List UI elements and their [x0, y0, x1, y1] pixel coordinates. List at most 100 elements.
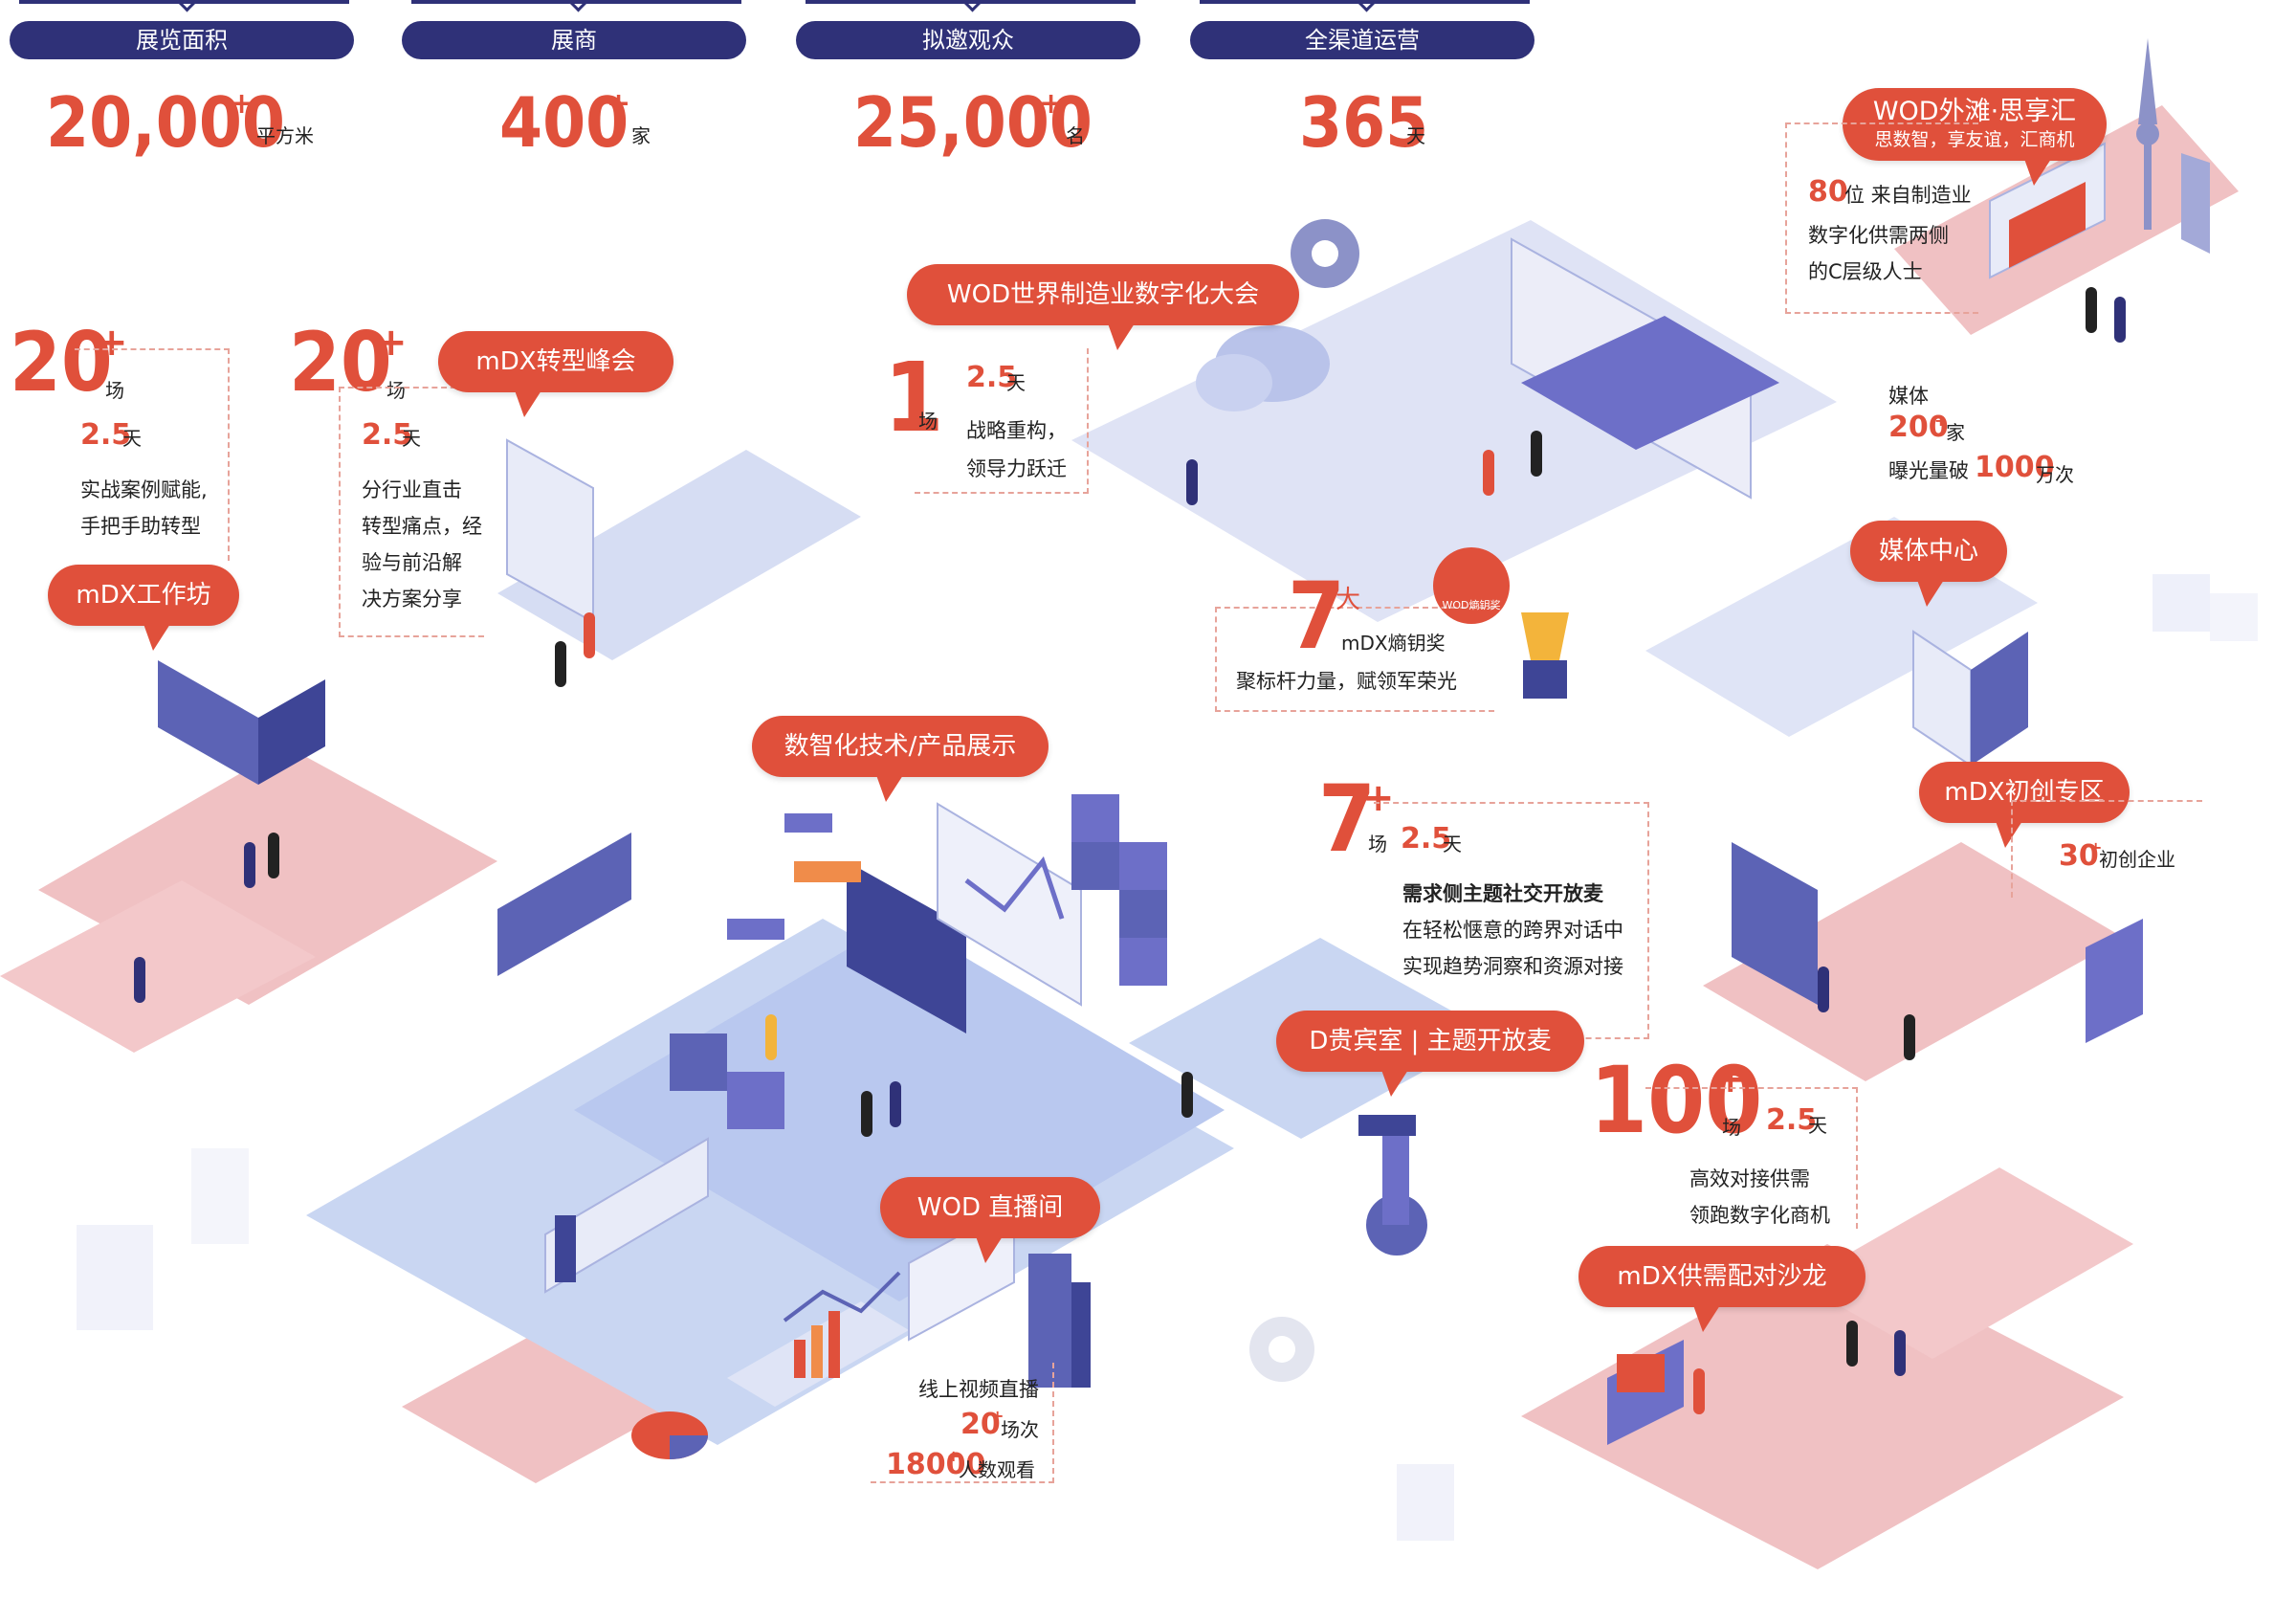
bubble-tail: [515, 390, 541, 417]
media-unit: 家: [1946, 421, 1965, 444]
demand-sup: +: [1362, 776, 1395, 820]
media-count: 200: [1888, 411, 1949, 444]
matching-dash-frame: [1645, 1087, 1858, 1229]
startup-num: 30: [2059, 839, 2099, 873]
media-exp-prefix: 曝光量破: [1888, 459, 1969, 482]
tower-icon: [2138, 38, 2157, 124]
summit-dash-frame: [339, 387, 484, 637]
matching-count: 100: [1590, 1047, 1763, 1154]
demand-line1: 在轻松惬意的跨界对话中: [1402, 919, 1623, 942]
award-badge-label: WOD熵钥奖: [1442, 599, 1501, 611]
media-sup: +: [1934, 411, 1948, 430]
bubble-tail: [1693, 1305, 1720, 1332]
stat-unit-visitors: 名: [1066, 124, 1085, 147]
workshop-count: 20: [10, 315, 113, 411]
conference-days-unit: 天: [1006, 371, 1026, 394]
conference-count: 1: [884, 342, 944, 454]
startup-unit: 初创企业: [2099, 848, 2175, 871]
summit-line1: 分行业直击: [362, 478, 462, 501]
summit-days-unit: 天: [402, 427, 421, 450]
stat-unit-exhibitors: 家: [631, 124, 651, 147]
workshop-dash-frame: [75, 348, 230, 561]
building-icon: [1028, 1254, 1071, 1388]
matching-bubble-label: mDX供需配对沙龙: [1617, 1262, 1827, 1291]
conference-bubble: WOD世界制造业数字化大会: [907, 264, 1299, 350]
summit-line4: 决方案分享: [362, 588, 462, 611]
stat-label-operation: 全渠道运营: [1190, 21, 1534, 59]
startup-bubble-label: mDX初创专区: [1944, 778, 2105, 807]
workshop-line1: 实战案例赋能,: [80, 478, 208, 501]
live-dash-frame: [871, 1363, 1054, 1483]
stat-sup-exhibitors: +: [607, 87, 631, 121]
summit-line2: 转型痛点，经: [362, 515, 482, 538]
live-num1: 20: [960, 1408, 1001, 1441]
conference-stage: [1521, 316, 1779, 450]
live-unit1: 场次: [1001, 1418, 1039, 1441]
award-count: 7: [1288, 563, 1346, 670]
startup-bubble: mDX初创专区: [1919, 762, 2130, 848]
bund-line1: 位 来自制造业: [1844, 184, 1972, 207]
summit-sup: +: [375, 321, 408, 365]
workshop-unit: 场: [105, 379, 124, 402]
stat-value-visitors: 25,000: [853, 82, 1093, 163]
award-desc: 聚标杆力量，赋领军荣光: [1236, 670, 1457, 693]
startup-dash-frame: [2011, 800, 2202, 898]
bubble-tail: [1108, 323, 1135, 350]
demand-days: 2.5: [1401, 822, 1452, 856]
stat-label-area: 展览面积: [10, 21, 354, 59]
stat-value-area: 20,000: [46, 82, 285, 163]
bubble-tail: [144, 624, 170, 651]
media-exp-unit: 万次: [2036, 463, 2074, 486]
matching-sup: +: [1714, 1057, 1747, 1101]
bubble-tail: [2024, 159, 2051, 186]
demand-title: 需求侧主题社交开放麦: [1402, 882, 1603, 905]
stat-divider: [19, 0, 349, 4]
bund-line3: 的C层级人士: [1808, 260, 1923, 283]
floor-startup: [1703, 842, 2124, 1081]
demand-dash-frame: [1374, 802, 1649, 1039]
stat-label-visitors: 拟邀观众: [796, 21, 1140, 59]
stat-sup-area: +: [230, 87, 254, 121]
startup-booth: [1732, 842, 1818, 1005]
tech-screen-left: [497, 833, 631, 976]
bund-num: 80: [1808, 175, 1848, 209]
workshop-bubble-label: mDX工作坊: [76, 581, 211, 610]
conference-dash-frame: [915, 348, 1089, 494]
stat-unit-operation: 天: [1406, 124, 1425, 147]
stat-sup-visitors: +: [1039, 87, 1064, 121]
tech-bubble: 数智化技术/产品展示: [752, 716, 1049, 802]
media-exp-num: 1000: [1975, 451, 2055, 484]
conference-days: 2.5: [966, 361, 1018, 394]
bund-screen: [2009, 182, 2086, 268]
live-bubble-label: WOD 直播间: [916, 1193, 1064, 1222]
conference-line1: 战略重构，: [966, 419, 1067, 442]
bund-dash-frame: [1785, 122, 1978, 314]
matching-unit: 场: [1722, 1116, 1741, 1139]
live-sup1: +: [991, 1407, 1004, 1425]
matching-days: 2.5: [1766, 1103, 1818, 1137]
workshop-sup: +: [96, 321, 128, 365]
bubble-tail: [1996, 821, 2022, 848]
media-bubble: 媒体中心: [1850, 521, 2007, 607]
workshop-bubble: mDX工作坊: [48, 565, 239, 651]
bubble-tail: [1917, 580, 1944, 607]
tech-screen-center: [847, 861, 966, 1033]
vip-bubble-label: D贵宾室 | 主题开放麦: [1309, 1027, 1552, 1056]
demand-unit: 场: [1368, 833, 1387, 856]
stat-unit-area: 平方米: [256, 124, 314, 147]
floor-matching-upper: [1799, 1167, 2133, 1359]
bund-bubble: WOD外滩·思享汇 思数智，享友谊，汇商机: [1843, 88, 2107, 186]
wall-workshop: [158, 660, 258, 785]
bubble-tail: [876, 775, 903, 802]
startup-sup: +: [2089, 838, 2103, 856]
bund-title: WOD外滩·思享汇: [1872, 97, 2077, 126]
bund-line2: 数字化供需两侧: [1808, 224, 1949, 247]
workshop-days: 2.5: [80, 418, 132, 452]
award-badge: [1433, 547, 1510, 624]
tech-bubble-label: 数智化技术/产品展示: [784, 732, 1017, 761]
live-num2: 18000: [886, 1448, 986, 1481]
bubble-tail: [976, 1236, 1003, 1263]
stat-value-operation: 365: [1299, 82, 1429, 163]
award-suffix: 大: [1336, 586, 1361, 614]
matching-line1: 高效对接供需: [1689, 1167, 1810, 1190]
